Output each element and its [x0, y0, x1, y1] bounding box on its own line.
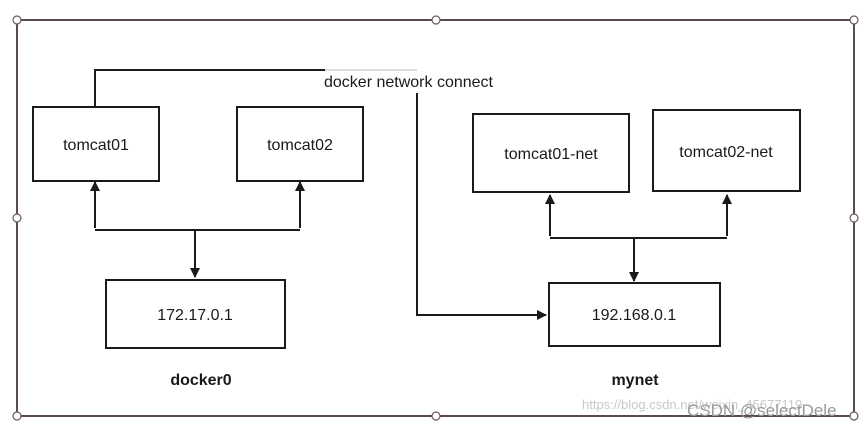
- resize-handle-middle-right[interactable]: [849, 213, 859, 223]
- resize-handle-top-left[interactable]: [12, 15, 22, 25]
- resize-handle-middle-left[interactable]: [12, 213, 22, 223]
- node-docker0-gateway[interactable]: [105, 279, 286, 349]
- edge-connect-tomcat01-segment: [94, 69, 325, 107]
- node-label-mynet-gateway: 192.168.0.1: [592, 307, 677, 324]
- edge-connect-to-mynet: [416, 93, 547, 320]
- group-label-docker0: docker0: [170, 372, 231, 389]
- node-tomcat01-net[interactable]: [472, 113, 630, 193]
- watermark-url: https://blog.csdn.net/weixin_45677119: [582, 397, 802, 412]
- node-tomcat02[interactable]: [236, 106, 364, 182]
- edge-label-docker-network-connect: docker network connect: [324, 74, 494, 91]
- node-label-tomcat01-net: tomcat01-net: [504, 146, 598, 163]
- resize-handle-top-center[interactable]: [431, 15, 441, 25]
- resize-handle-top-right[interactable]: [849, 15, 859, 25]
- watermark-brand: CSDN @selectDele: [687, 401, 837, 420]
- resize-handle-bottom-right[interactable]: [849, 411, 859, 421]
- node-label-tomcat02: tomcat02: [267, 137, 333, 154]
- node-tomcat02-net[interactable]: [652, 109, 801, 192]
- node-label-tomcat02-net: tomcat02-net: [679, 144, 773, 161]
- node-label-tomcat01: tomcat01: [63, 137, 129, 154]
- node-label-docker0-gateway: 172.17.0.1: [157, 307, 233, 324]
- node-tomcat01[interactable]: [32, 106, 160, 182]
- node-mynet-gateway[interactable]: [548, 282, 721, 347]
- resize-handle-bottom-left[interactable]: [12, 411, 22, 421]
- resize-handle-bottom-center[interactable]: [431, 411, 441, 421]
- group-label-mynet: mynet: [611, 372, 659, 389]
